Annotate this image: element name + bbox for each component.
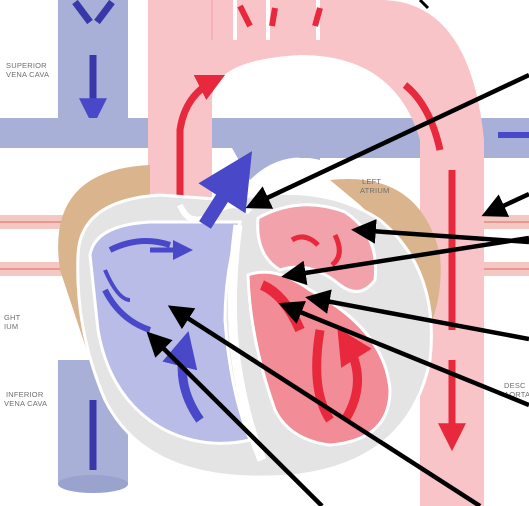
label-inferior-vena-cava-1: INFERIOR — [6, 390, 44, 399]
label-superior-vena-cava-2: VENA CAVA — [6, 70, 49, 79]
label-right-atrium-1: GHT — [4, 313, 21, 322]
top-edge-mark — [420, 0, 428, 8]
label-descending-aorta-1: DESC — [504, 381, 526, 390]
label-left-atrium-2: ATRIUM — [360, 186, 389, 195]
label-left-atrium-1: LEFT — [362, 177, 381, 186]
label-right-atrium-2: IUM — [4, 322, 18, 331]
label-superior-vena-cava-1: SUPERIOR — [6, 61, 47, 70]
pointer-arrow-descending-aorta — [486, 194, 529, 214]
label-inferior-vena-cava-2: VENA CAVA — [4, 399, 47, 408]
